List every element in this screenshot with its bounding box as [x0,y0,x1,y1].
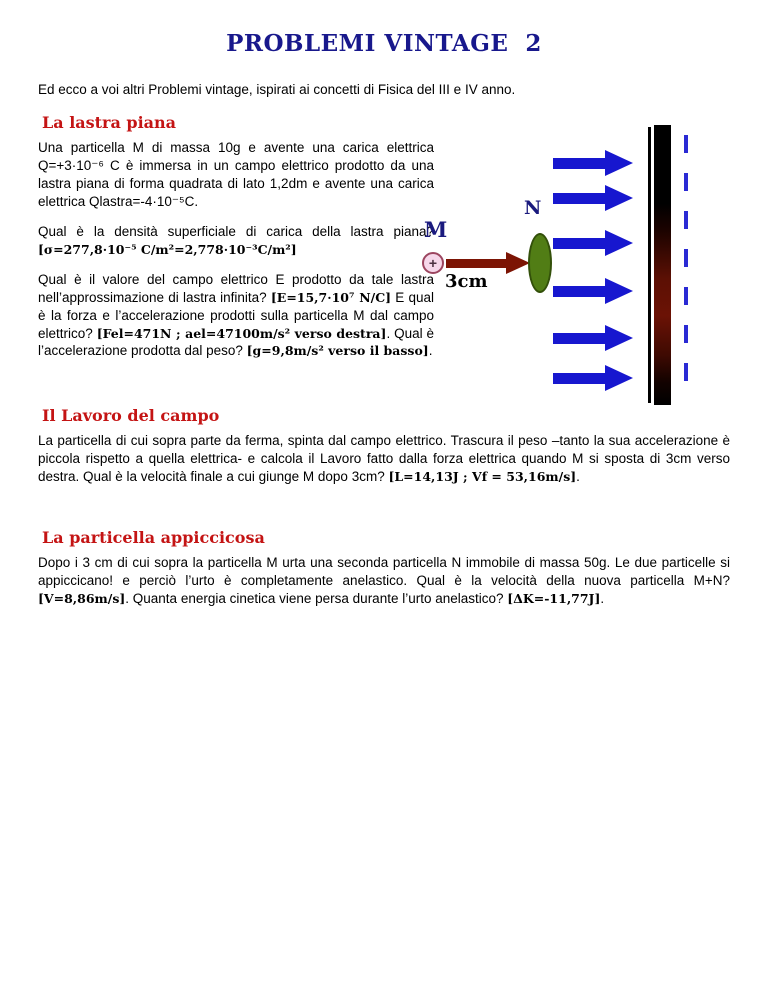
intro-paragraph: Ed ecco a voi altri Problemi vintage, is… [38,82,516,97]
arrow-head-icon [605,149,633,176]
page-title: PROBLEMI VINTAGE 2 [226,30,542,57]
answer-segment: [V=8,86m/s] [38,591,126,607]
arrow-shaft [446,258,506,268]
section-particella-appiccicosa: La particella appiccicosa Dopo i 3 cm di… [38,528,730,608]
field-diagram: M + N 3cm [420,124,720,415]
field-arrow-icon [553,184,633,211]
problem-paragraph: Una particella M di massa 10g e avente u… [38,139,434,211]
text-segment: Qual è la densità superficiale di carica… [38,223,434,239]
field-arrow-icon [553,229,633,256]
particle-n-icon [528,232,552,293]
arrow-shaft [553,332,605,344]
plus-sign: + [428,254,438,271]
text-segment: Dopo i 3 cm di cui sopra la particella M… [38,555,730,589]
answer-segment: [L=14,13J ; Vf = 53,16m/s] [388,469,577,485]
arrow-head-icon [605,184,633,211]
section-heading: La particella appiccicosa [42,528,265,548]
particle-m-label: M [424,216,448,242]
arrow-shaft [553,372,605,384]
text-segment: . Quanta energia cinetica viene persa du… [125,591,508,607]
arrow-head-icon [605,277,633,304]
text-segment: Qual è il valore del campo elettrico E p… [38,271,434,305]
arrow-head-icon [605,229,633,256]
problem-paragraph: Dopo i 3 cm di cui sopra la particella M… [38,554,730,608]
field-arrow-icon [553,364,633,391]
text-segment: . Qual è l’accelerazione prodotta dal pe… [38,325,435,359]
problem-paragraph: Qual è il valore del campo elettrico E p… [38,271,434,361]
text-segment: Una particella M di massa 10g e avente u… [38,139,434,209]
charged-plate [654,124,671,405]
answer-segment: [g=9,8m/s² verso il basso] [246,343,429,359]
answer-segment: [σ=277,8·10⁻⁵ C/m²=2,778·10⁻³C/m²] [38,241,297,257]
answer-segment: [ΔK=-11,77J] [507,591,601,607]
dashed-boundary-line [684,134,688,387]
section-heading: La lastra piana [42,112,177,132]
problem-paragraph: Qual è la densità superficiale di carica… [38,223,434,259]
text-segment: E qual è la forza e l’accelerazione prod… [38,289,435,341]
arrow-shaft [553,285,605,297]
particle-n-label: N [524,196,542,219]
text-segment: . [576,469,580,485]
arrow-head-icon [605,324,633,351]
problem-paragraph: La particella di cui sopra parte da ferm… [38,432,730,486]
answer-segment: [E=15,7·10⁷ N/C] [270,289,392,305]
field-arrow-icon [553,277,633,304]
section-lavoro-campo: Il Lavoro del campo La particella di cui… [38,406,730,486]
distance-label: 3cm [445,270,488,292]
arrow-shaft [553,157,605,169]
field-arrow-icon [553,149,633,176]
particle-m-icon: + [422,251,444,274]
arrow-shaft [553,192,605,204]
arrow-head-icon [605,364,633,391]
arrow-head-icon [506,251,530,274]
arrow-shaft [553,237,605,249]
text-segment: La particella di cui sopra parte da ferm… [38,433,730,485]
answer-segment: [Fel=471N ; ael=47100m/s² verso destra] [96,325,387,341]
field-arrow-icon [553,324,633,351]
section-lastra-piana: La lastra piana Una particella M di mass… [38,112,730,405]
section-heading: Il Lavoro del campo [42,406,220,426]
text-segment: . [428,343,433,359]
text-segment: . [600,591,605,607]
plate-edge-line [648,126,651,403]
velocity-arrow-icon [446,251,530,274]
